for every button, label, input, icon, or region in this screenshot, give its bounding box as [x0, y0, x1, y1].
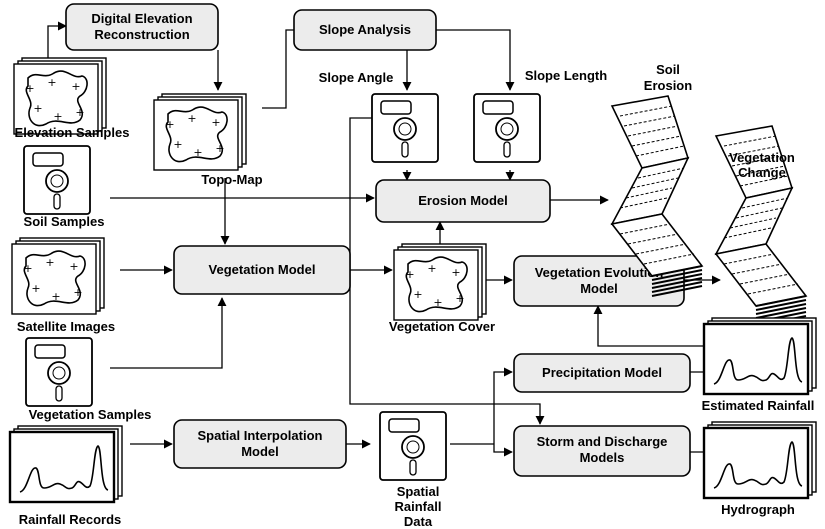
spatial-rainfall-label-line3: Data — [404, 514, 433, 529]
edge-vegsamples-to-vegmodel — [110, 297, 227, 369]
elevation-samples-map-stack-icon — [13, 57, 107, 135]
slope-length-floppy-disk-icon — [473, 93, 541, 163]
process-vegetation-model: Vegetation Model — [173, 245, 351, 295]
estimated-rainfall-chart-stack-icon — [702, 316, 818, 396]
spatial-rainfall-label-line1: Spatial — [397, 484, 440, 499]
sim-label-line2: Model — [241, 444, 279, 459]
edge-topomap-to-slope — [262, 29, 294, 109]
slope-angle-label: Slope Angle — [319, 70, 394, 85]
slope-angle-floppy-disk-icon — [371, 93, 439, 163]
precipitation-model-label: Precipitation Model — [542, 365, 662, 380]
spatial-rainfall-label-line2: Rainfall — [395, 499, 442, 514]
erosion-model-label: Erosion Model — [418, 193, 508, 208]
soil-samples-label: Soil Samples — [24, 214, 105, 229]
soil-samples-floppy-disk-icon — [23, 145, 91, 215]
spatial-rainfall-data-floppy-disk-icon — [379, 411, 447, 481]
edge-slope-to-length — [436, 29, 515, 91]
edge-elevation-to-der — [47, 21, 67, 62]
connector-lines — [47, 21, 721, 457]
topo-map-label: Topo-Map — [201, 172, 262, 187]
edge-estimated-to-evolution — [593, 305, 710, 347]
process-spatial-interpolation-model: Spatial Interpolation Model — [173, 419, 347, 469]
rainfall-records-chart-stack-icon — [8, 424, 124, 504]
der-label-line1: Digital Elevation — [91, 11, 192, 26]
sdm-label-line1: Storm and Discharge — [537, 434, 668, 449]
topo-map-stack-icon — [153, 93, 247, 171]
edge-split-to-storm — [493, 444, 513, 457]
vegetation-model-label: Vegetation Model — [209, 262, 316, 277]
process-storm-discharge-models: Storm and Discharge Models — [513, 425, 691, 477]
vegetation-cover-map-stack-icon — [393, 243, 487, 321]
sim-label-line1: Spatial Interpolation — [198, 428, 323, 443]
vegetation-cover-label: Vegetation Cover — [389, 319, 495, 334]
vem-label-line2: Model — [580, 281, 618, 296]
vem-label-line1: Vegetation Evolution — [535, 265, 664, 280]
vegetation-change-label-line1: Vegetation — [729, 150, 795, 165]
edge-split-to-precip — [493, 367, 513, 444]
vegetation-change-label-line2: Change — [738, 165, 786, 180]
vegetation-samples-label: Vegetation Samples — [29, 407, 152, 422]
process-slope-analysis: Slope Analysis — [293, 9, 437, 51]
process-vegetation-evolution-model: Vegetation Evolution Model — [513, 255, 685, 307]
estimated-rainfall-label: Estimated Rainfall — [702, 398, 815, 413]
soil-erosion-label-line1: Soil — [656, 62, 680, 77]
process-erosion-model: Erosion Model — [375, 179, 551, 223]
process-precipitation-model: Precipitation Model — [513, 353, 691, 393]
hydrograph-label: Hydrograph — [721, 502, 795, 517]
sdm-label-line2: Models — [580, 450, 625, 465]
satellite-images-map-stack-icon — [11, 237, 105, 315]
process-digital-elevation-reconstruction: Digital Elevation Reconstruction — [65, 3, 219, 51]
vegetation-samples-floppy-disk-icon — [25, 337, 93, 407]
der-label-line2: Reconstruction — [94, 27, 189, 42]
hydrograph-chart-stack-icon — [702, 420, 818, 500]
elevation-samples-label: Elevation Samples — [15, 125, 130, 140]
rainfall-records-label: Rainfall Records — [19, 512, 122, 527]
satellite-images-label: Satellite Images — [17, 319, 115, 334]
slope-analysis-label: Slope Analysis — [319, 22, 411, 37]
slope-length-label: Slope Length — [525, 68, 607, 83]
edge-angle-to-storm — [349, 117, 545, 425]
soil-erosion-label-line2: Erosion — [644, 78, 692, 93]
